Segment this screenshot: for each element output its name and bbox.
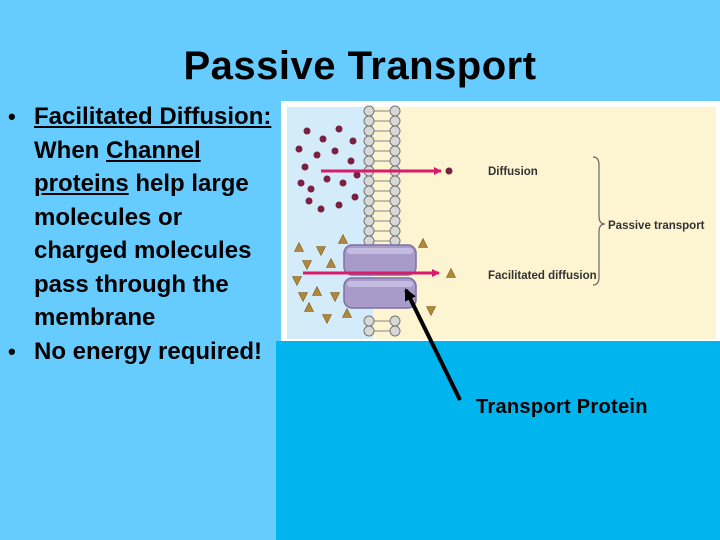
lipid-head: [389, 325, 401, 337]
label-passive-transport: Passive transport: [608, 220, 705, 232]
passive-transport-bracket: [592, 156, 606, 286]
molecule-dot: [323, 175, 331, 183]
molecule-dot: [445, 167, 453, 175]
ion-triangle: [322, 314, 332, 325]
molecule-dot: [295, 145, 303, 153]
bullet-text: When: [34, 136, 106, 164]
molecule-dot: [319, 135, 327, 143]
lipid-bilayer: [363, 105, 401, 337]
ion-triangle: [316, 246, 326, 257]
bullet-dot: •: [8, 104, 16, 129]
label-diffusion: Diffusion: [488, 166, 538, 178]
charged-ions: [292, 233, 456, 325]
molecule-dot: [347, 157, 355, 165]
ion-triangle: [326, 257, 336, 268]
term-channel-proteins: Channel proteins: [34, 136, 201, 198]
label-facilitated-diffusion: Facilitated diffusion: [488, 270, 597, 282]
ion-triangle: [292, 276, 302, 287]
channel-protein: [343, 244, 417, 309]
molecule-dot: [307, 185, 315, 193]
membrane-diagram-svg: Diffusion Facilitated diffusion Passive …: [287, 105, 716, 339]
ion-triangle: [312, 285, 322, 296]
ion-triangle: [302, 260, 312, 271]
cytoplasm-region: [373, 107, 716, 339]
ion-triangle: [418, 237, 428, 248]
transport-protein-label: Transport Protein: [476, 396, 648, 418]
bullet-item-facilitated-diffusion: • Facilitated Diffusion: When Channel pr…: [6, 100, 276, 335]
slide-title: Passive Transport: [183, 44, 537, 88]
bullet-text: No energy required!: [34, 337, 263, 365]
ion-triangle: [304, 301, 314, 312]
ion-triangle: [330, 292, 340, 303]
bullet-item-no-energy: • No energy required!: [6, 335, 276, 369]
diffusing-molecules: [295, 125, 453, 213]
bullet-list: • Facilitated Diffusion: When Channel pr…: [6, 100, 276, 368]
molecule-dot: [331, 147, 339, 155]
ion-triangle: [426, 306, 436, 317]
ion-triangle: [342, 307, 352, 318]
term-facilitated-diffusion: Facilitated Diffusion:: [34, 103, 272, 130]
molecule-dot: [305, 197, 313, 205]
ion-triangle: [446, 267, 456, 278]
ion-triangle: [338, 233, 348, 244]
membrane-diagram: Diffusion Facilitated diffusion Passive …: [281, 101, 720, 341]
molecule-dot: [351, 193, 359, 201]
molecule-dot: [317, 205, 325, 213]
molecule-dot: [339, 179, 347, 187]
molecule-dot: [303, 127, 311, 135]
bullet-dot: •: [8, 338, 16, 364]
pointer-arrow: [404, 288, 462, 401]
lipid-head: [363, 325, 375, 337]
molecule-dot: [335, 201, 343, 209]
molecule-dot: [297, 179, 305, 187]
molecule-dot: [353, 171, 361, 179]
molecule-dot: [349, 137, 357, 145]
annotation-panel: [276, 341, 720, 540]
ion-triangle: [294, 241, 304, 252]
bullet-text: help large molecules or charged molecule…: [34, 170, 252, 331]
molecule-dot: [301, 163, 309, 171]
ion-triangle: [298, 292, 308, 303]
molecule-dot: [335, 125, 343, 133]
molecule-dot: [313, 151, 321, 159]
